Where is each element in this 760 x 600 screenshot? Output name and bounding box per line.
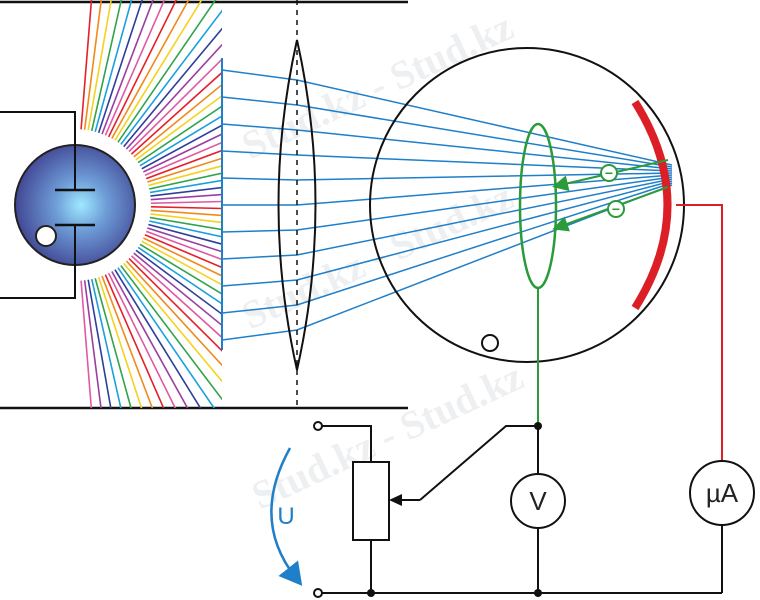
watermark-text-1: Stud.kz - Stud.kz — [235, 3, 520, 168]
photocell-small-circle — [481, 334, 499, 352]
electron-icon-lower — [607, 200, 625, 218]
lamp-marker-circle — [35, 225, 57, 247]
light-source-lamp — [14, 144, 136, 266]
wire-top-terminal — [318, 425, 372, 462]
electron-sign-upper: − — [605, 165, 613, 181]
voltmeter — [510, 473, 566, 529]
microammeter — [689, 460, 755, 526]
photocathode — [631, 99, 672, 311]
voltage-arrow — [270, 447, 303, 586]
junction-dots — [367, 422, 542, 597]
watermark: Stud.kz - Stud.kz Stud.kz - Stud.kz Stud… — [235, 3, 530, 518]
junction-node-bottom-mid — [534, 589, 542, 597]
photoelectron-paths: − − — [552, 159, 669, 232]
voltmeter-label: V — [529, 486, 547, 516]
microammeter-label: µA — [706, 478, 739, 508]
electron-icon-upper — [600, 164, 618, 182]
external-circuit — [318, 425, 723, 594]
terminal-bottom — [313, 588, 323, 598]
junction-node-bottom-left — [367, 589, 375, 597]
voltage-label: U — [277, 503, 294, 530]
cathode-wire — [676, 204, 723, 460]
junction-node-top — [534, 422, 542, 430]
terminal-top — [313, 421, 323, 431]
potentiometer-resistor — [352, 461, 390, 541]
lamp-lead-top — [0, 111, 76, 145]
electron-sign-lower: − — [612, 201, 620, 217]
potentiometer-slider-arrowhead — [389, 494, 402, 506]
lamp-lead-bottom — [0, 265, 76, 299]
photocell-vacuum-bulb — [369, 47, 685, 363]
wire-slider-to-node — [419, 425, 538, 501]
